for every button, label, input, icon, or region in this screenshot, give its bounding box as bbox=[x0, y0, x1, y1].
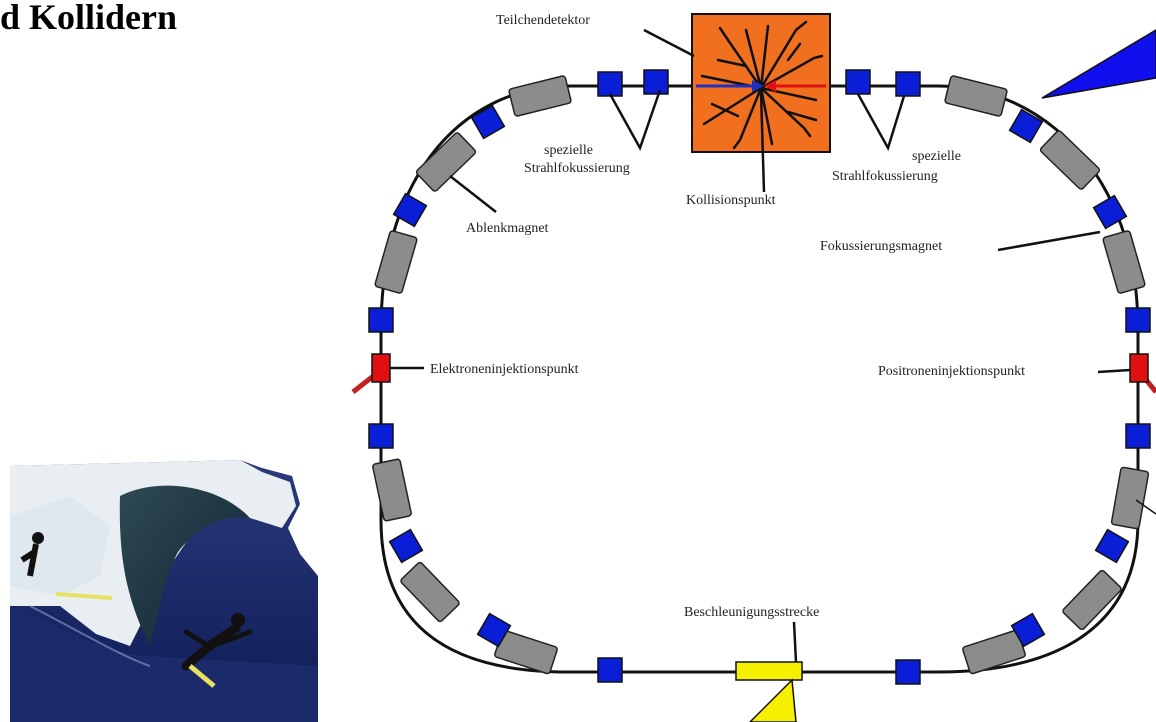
focus-magnet bbox=[369, 424, 393, 448]
positron-injection-point bbox=[1130, 354, 1148, 382]
focus-magnet bbox=[1126, 424, 1150, 448]
label-electron-injection: Elektroneninjektionspunkt bbox=[430, 362, 579, 377]
focus-magnet bbox=[598, 658, 622, 682]
focus-magnet bbox=[896, 660, 920, 684]
label-focus-left-2: Strahlfokussierung bbox=[524, 161, 630, 176]
focus-magnet bbox=[598, 72, 622, 96]
focus-magnet bbox=[1126, 308, 1150, 332]
label-focus-left-1: spezielle bbox=[544, 143, 593, 158]
focus-magnet bbox=[846, 70, 870, 94]
label-bending-magnet: Ablenkmagnet bbox=[466, 221, 549, 236]
label-collision: Kollisionspunkt bbox=[686, 193, 776, 208]
label-focus-right-1: spezielle bbox=[912, 149, 961, 164]
surfer-photo bbox=[0, 456, 318, 722]
label-focusing-magnet: Fokussierungsmagnet bbox=[820, 239, 942, 254]
focus-magnet bbox=[369, 308, 393, 332]
label-detector: Teilchendetektor bbox=[496, 13, 590, 28]
label-acceleration: Beschleunigungsstrecke bbox=[684, 605, 819, 620]
focus-magnet bbox=[896, 72, 920, 96]
focus-magnet bbox=[644, 70, 668, 94]
label-focus-right-2: Strahlfokussierung bbox=[832, 169, 938, 184]
electron-injection-point bbox=[372, 354, 390, 382]
slide-title: d Kollidern bbox=[0, 0, 177, 38]
label-positron-injection: Positroneninjektionspunkt bbox=[878, 364, 1025, 379]
collider-diagram: Teilchendetektor spezielle Strahlfokussi… bbox=[348, 0, 1156, 722]
acceleration-section bbox=[736, 662, 802, 680]
